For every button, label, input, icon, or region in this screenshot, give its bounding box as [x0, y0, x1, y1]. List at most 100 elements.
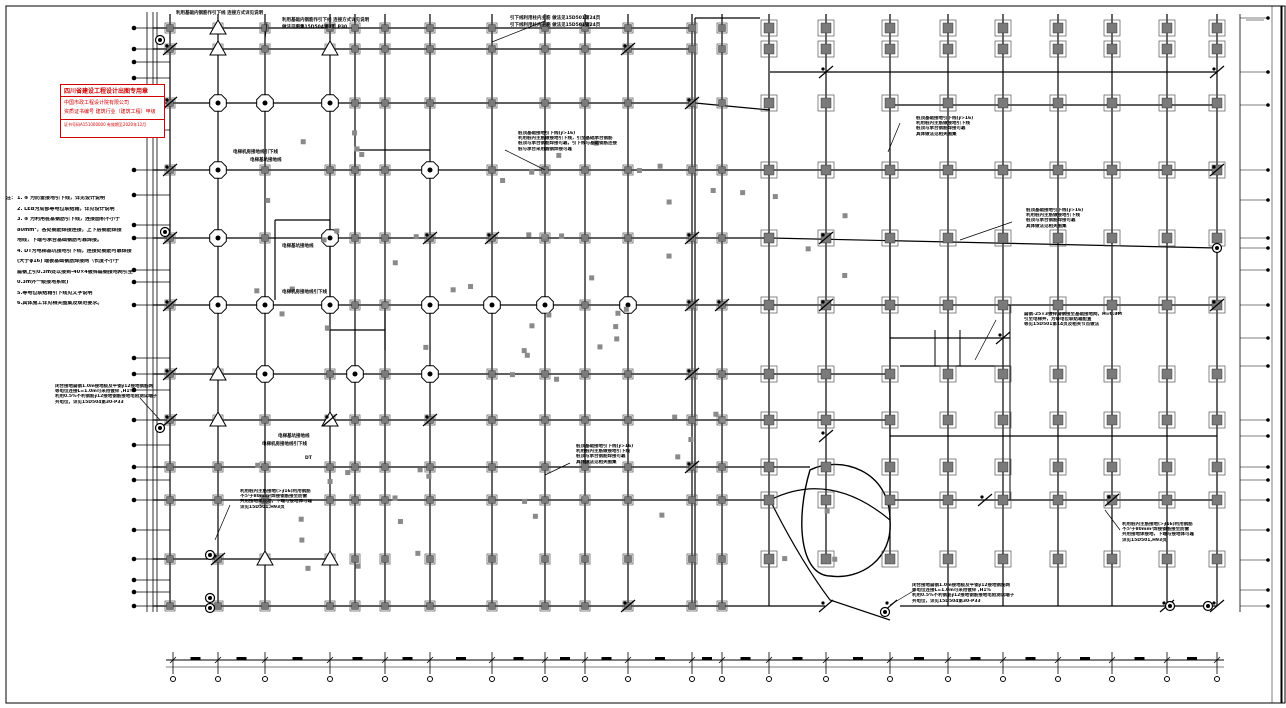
column-core — [688, 45, 696, 53]
column-pad — [259, 600, 271, 612]
column-core — [763, 414, 775, 426]
column-pad — [1158, 19, 1176, 37]
ramp-line — [769, 499, 891, 621]
grounding-symbols — [154, 18, 1226, 618]
small-marker — [468, 284, 474, 290]
stamp-certificate: 证书号码A151000000 有效期至2020年12月 — [64, 122, 147, 127]
axis-bubble — [766, 676, 772, 682]
column-core — [624, 370, 632, 378]
triangle-marker — [209, 39, 227, 56]
column-core — [1106, 164, 1118, 176]
column-pad — [579, 461, 591, 473]
test-point-center — [163, 230, 167, 234]
down-conductor-mark — [818, 231, 834, 245]
column-core — [997, 22, 1009, 34]
column-pad — [424, 22, 436, 34]
down-conductor-dot — [687, 233, 691, 237]
column-core — [381, 99, 389, 107]
dimension-slash — [886, 656, 894, 664]
small-marker — [299, 537, 305, 543]
column-pad — [486, 164, 498, 176]
down-conductor-dot — [885, 601, 889, 605]
small-marker — [842, 272, 848, 278]
column-pad — [379, 22, 391, 34]
column-core — [1106, 461, 1118, 473]
row-terminal — [131, 302, 137, 308]
ramp-line — [769, 488, 891, 521]
column-pad — [817, 19, 835, 37]
column-pad — [881, 458, 899, 476]
column-core — [261, 234, 269, 242]
leader-line — [974, 319, 997, 361]
dimension-value — [1025, 657, 1036, 660]
column-core — [581, 370, 589, 378]
axis-bubble — [1000, 676, 1006, 682]
column-core — [426, 45, 434, 53]
column-pad — [349, 414, 361, 426]
column-core — [351, 45, 359, 53]
column-pad — [486, 461, 498, 473]
dimension-value — [601, 657, 612, 660]
column-core — [488, 463, 496, 471]
column-pad — [1208, 94, 1226, 112]
column-pad — [686, 461, 698, 473]
down-conductor-dot — [623, 601, 627, 605]
column-pad — [622, 232, 634, 244]
column-pad — [259, 22, 271, 34]
column-pad — [539, 164, 551, 176]
row-terminal — [131, 442, 137, 448]
small-marker — [305, 565, 311, 571]
column-core — [942, 414, 954, 426]
column-pad — [486, 494, 498, 506]
elevator-label-2: 电梯基坑接地线 — [250, 158, 282, 163]
column-core — [1106, 299, 1118, 311]
test-point-center — [1168, 604, 1172, 608]
column-core — [381, 463, 389, 471]
small-marker — [623, 306, 629, 312]
column-pad — [212, 494, 224, 506]
pile-center — [625, 302, 631, 308]
column-pad — [686, 299, 698, 311]
column-pad — [1049, 365, 1067, 383]
column-pad — [716, 22, 728, 34]
column-pad — [1158, 229, 1176, 247]
column-core — [488, 555, 496, 563]
row-terminal — [131, 279, 137, 285]
column-core — [381, 234, 389, 242]
column-pad — [939, 40, 957, 58]
axis-bubble — [427, 676, 433, 682]
down-conductor-dot — [717, 300, 721, 304]
column-pad — [1049, 550, 1067, 568]
column-pad — [1049, 229, 1067, 247]
small-marker — [782, 556, 788, 562]
column-core — [1161, 299, 1173, 311]
column-pad — [686, 164, 698, 176]
down-conductor-dot — [1212, 67, 1216, 71]
column-pad — [324, 164, 336, 176]
small-marker — [532, 513, 538, 519]
small-marker — [289, 286, 295, 292]
column-pad — [760, 296, 778, 314]
column-pad — [939, 161, 957, 179]
column-core — [581, 99, 589, 107]
test-point-center — [158, 38, 162, 42]
down-conductor-mark — [620, 599, 636, 613]
row-terminal — [1266, 528, 1270, 532]
small-marker — [666, 253, 672, 259]
column-pad — [760, 491, 778, 509]
conductor-run — [694, 102, 771, 111]
row-terminal — [131, 267, 137, 273]
leader-line — [264, 21, 268, 41]
column-pad — [622, 553, 634, 565]
dimension-slash — [822, 656, 830, 664]
column-core — [763, 232, 775, 244]
dimension-slash — [581, 656, 589, 664]
row-terminal — [131, 75, 137, 81]
column-pad — [622, 461, 634, 473]
column-core — [351, 234, 359, 242]
column-core — [261, 166, 269, 174]
column-core — [942, 553, 954, 565]
column-pad — [424, 461, 436, 473]
column-pad — [716, 97, 728, 109]
column-core — [997, 164, 1009, 176]
